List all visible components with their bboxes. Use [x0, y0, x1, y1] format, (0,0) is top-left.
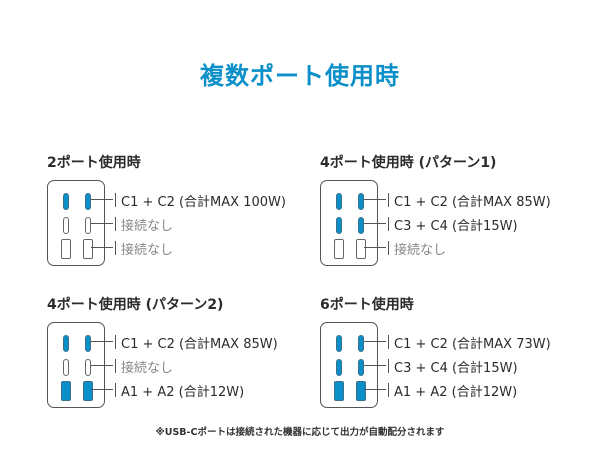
usb-c-port-c1: [336, 193, 342, 210]
port-row-c3-c4: C3 + C4 (合計15W): [364, 354, 598, 378]
usb-a-port-a2: [83, 239, 93, 259]
port-row-c3-c4: 接続なし: [91, 212, 325, 236]
row-label: C3 + C4 (合計15W): [394, 219, 518, 234]
row-label: A1 + A2 (合計12W): [394, 385, 518, 400]
usb-c-port-c4: [358, 359, 364, 376]
usb-c-port-c2: [358, 193, 364, 210]
usb-c-port-c2: [358, 335, 364, 352]
section-heading: 4ポート使用時 (パターン2): [47, 297, 224, 313]
port-row-c1-c2: C1 + C2 (合計MAX 100W): [91, 188, 325, 212]
port-row-c1-c2: C1 + C2 (合計MAX 85W): [91, 330, 325, 354]
section-4-ports-pattern-2: 4ポート使用時 (パターン2) C1 + C2 (合計MAX 85W) 接続なし…: [47, 294, 317, 424]
usb-a-port-a1: [334, 381, 344, 401]
usb-a-port-a2: [356, 239, 366, 259]
port-row-a1-a2: 接続なし: [364, 236, 598, 260]
section-heading: 4ポート使用時 (パターン1): [320, 155, 497, 171]
footnote: ※USB-Cポートは接続された機器に応じて出力が自動配分されます: [155, 427, 445, 438]
section-4-ports-pattern-1: 4ポート使用時 (パターン1) C1 + C2 (合計MAX 85W) C3 +…: [320, 152, 590, 282]
row-label: A1 + A2 (合計12W): [121, 385, 245, 400]
port-row-c1-c2: C1 + C2 (合計MAX 85W): [364, 188, 598, 212]
page-title: 複数ポート使用時: [200, 62, 400, 90]
row-label: 接続なし: [121, 361, 174, 376]
usb-c-port-c4: [85, 217, 91, 234]
usb-a-port-a2: [83, 381, 93, 401]
row-label: C1 + C2 (合計MAX 100W): [121, 195, 286, 210]
usb-c-port-c3: [63, 217, 69, 234]
section-heading: 6ポート使用時: [320, 297, 414, 313]
usb-c-port-c3: [63, 359, 69, 376]
usb-c-port-c3: [336, 359, 342, 376]
port-row-a1-a2: A1 + A2 (合計12W): [91, 378, 325, 402]
usb-c-port-c4: [358, 217, 364, 234]
usb-c-port-c2: [85, 193, 91, 210]
usb-a-port-a2: [356, 381, 366, 401]
row-label: 接続なし: [121, 219, 174, 234]
port-row-c1-c2: C1 + C2 (合計MAX 73W): [364, 330, 598, 354]
port-row-a1-a2: 接続なし: [91, 236, 325, 260]
port-row-a1-a2: A1 + A2 (合計12W): [364, 378, 598, 402]
usb-c-port-c4: [85, 359, 91, 376]
usb-a-port-a1: [61, 381, 71, 401]
row-label: 接続なし: [121, 243, 174, 258]
usb-a-port-a1: [61, 239, 71, 259]
row-label: C1 + C2 (合計MAX 85W): [121, 337, 278, 352]
section-heading: 2ポート使用時: [47, 155, 141, 171]
port-row-c3-c4: 接続なし: [91, 354, 325, 378]
port-row-c3-c4: C3 + C4 (合計15W): [364, 212, 598, 236]
row-label: C1 + C2 (合計MAX 73W): [394, 337, 551, 352]
row-label: 接続なし: [394, 243, 447, 258]
usb-c-port-c2: [85, 335, 91, 352]
usb-c-port-c1: [63, 193, 69, 210]
section-2-ports: 2ポート使用時 C1 + C2 (合計MAX 100W) 接続なし 接続なし: [47, 152, 317, 282]
usb-c-port-c1: [63, 335, 69, 352]
usb-c-port-c1: [336, 335, 342, 352]
row-label: C3 + C4 (合計15W): [394, 361, 518, 376]
row-label: C1 + C2 (合計MAX 85W): [394, 195, 551, 210]
usb-c-port-c3: [336, 217, 342, 234]
section-6-ports: 6ポート使用時 C1 + C2 (合計MAX 73W) C3 + C4 (合計1…: [320, 294, 590, 424]
usb-a-port-a1: [334, 239, 344, 259]
